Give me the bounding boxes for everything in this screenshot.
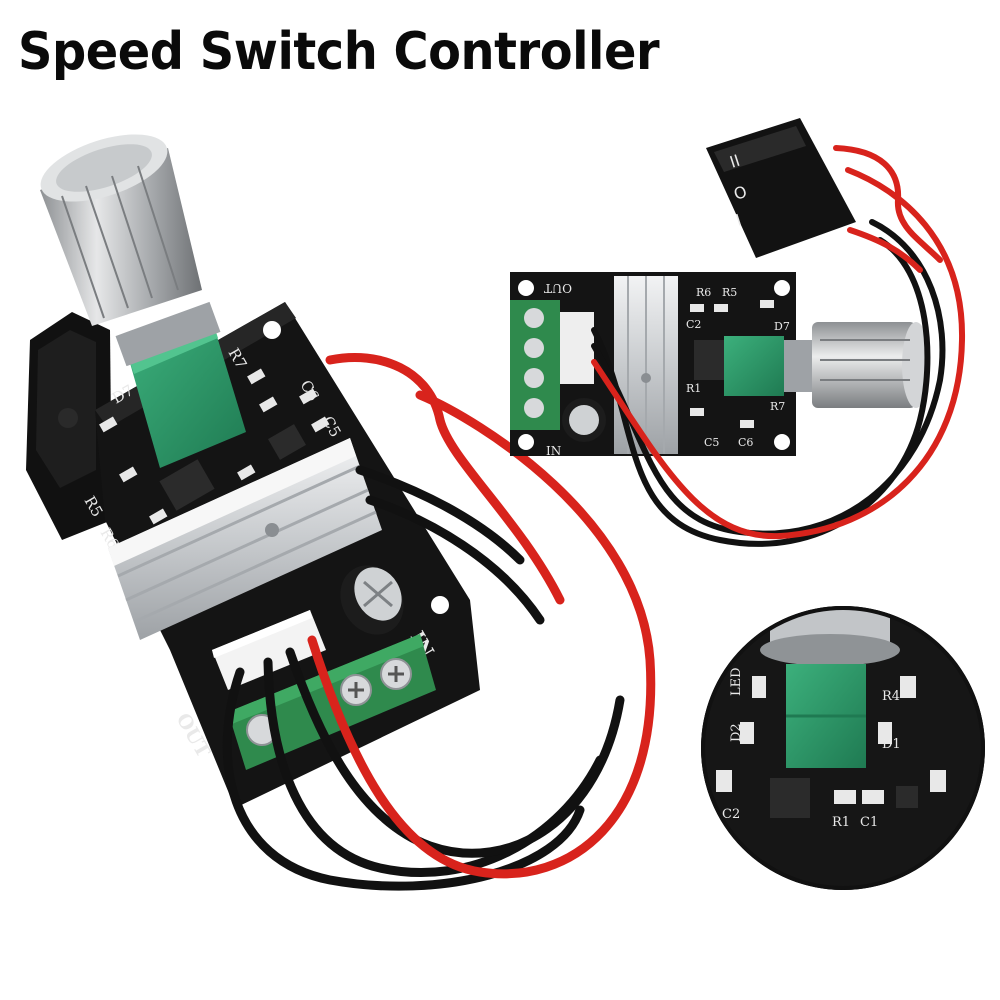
silk-c2-inset: C2: [722, 807, 740, 822]
silk-r1: R1: [686, 382, 701, 395]
potentiometer: [115, 301, 246, 468]
potentiometer: [724, 336, 784, 396]
capacitor-icon: [562, 398, 606, 442]
capacitor-icon: [340, 565, 404, 635]
silk-d1: D1: [882, 737, 901, 752]
magnifier-inset-icon: LED R4 D2 D1 R1 C1 C2: [701, 606, 985, 890]
svg-text:O: O: [731, 182, 749, 204]
terminal-block-icon: [510, 300, 560, 430]
product-title: Speed Switch Controller: [18, 22, 660, 82]
heatsink-icon: [108, 438, 382, 640]
wire-harness-icon: [591, 145, 966, 547]
large-controller-board: D7 R7 C6 C5 R5 R6 IN OUT: [26, 134, 656, 891]
wire-harness-icon: [222, 353, 656, 891]
silk-r7-small: R7: [770, 400, 785, 413]
silk-r5-small: R5: [722, 286, 737, 299]
silk-out-small: OUT: [544, 281, 572, 295]
silk-d2: D2: [729, 723, 744, 742]
svg-text:I: I: [733, 210, 743, 230]
silk-r4: R4: [882, 689, 900, 704]
silk-d7-small: D7: [774, 320, 790, 333]
wire-connector: [560, 312, 594, 384]
silk-c5-small: C5: [704, 436, 719, 449]
silk-r6-small: R6: [696, 286, 711, 299]
silk-in-small: IN: [546, 444, 561, 458]
silk-c2: C2: [686, 318, 701, 331]
potentiometer-knob-icon: [784, 322, 930, 408]
silk-led: LED: [729, 667, 744, 696]
potentiometer-knob-icon: [40, 134, 202, 326]
silk-r1-inset: R1: [832, 815, 850, 830]
rocker-switch-icon: II O I: [706, 118, 856, 258]
rocker-switch-icon: [26, 312, 112, 540]
small-controller-board: II O I OUT IN C2 R1 R6 R5 D7 R7 C5 C6: [510, 118, 966, 547]
smd-components: [99, 368, 330, 525]
heatsink-icon: [614, 276, 678, 454]
silk-c1: C1: [860, 815, 878, 830]
silk-c6-small: C6: [738, 436, 753, 449]
